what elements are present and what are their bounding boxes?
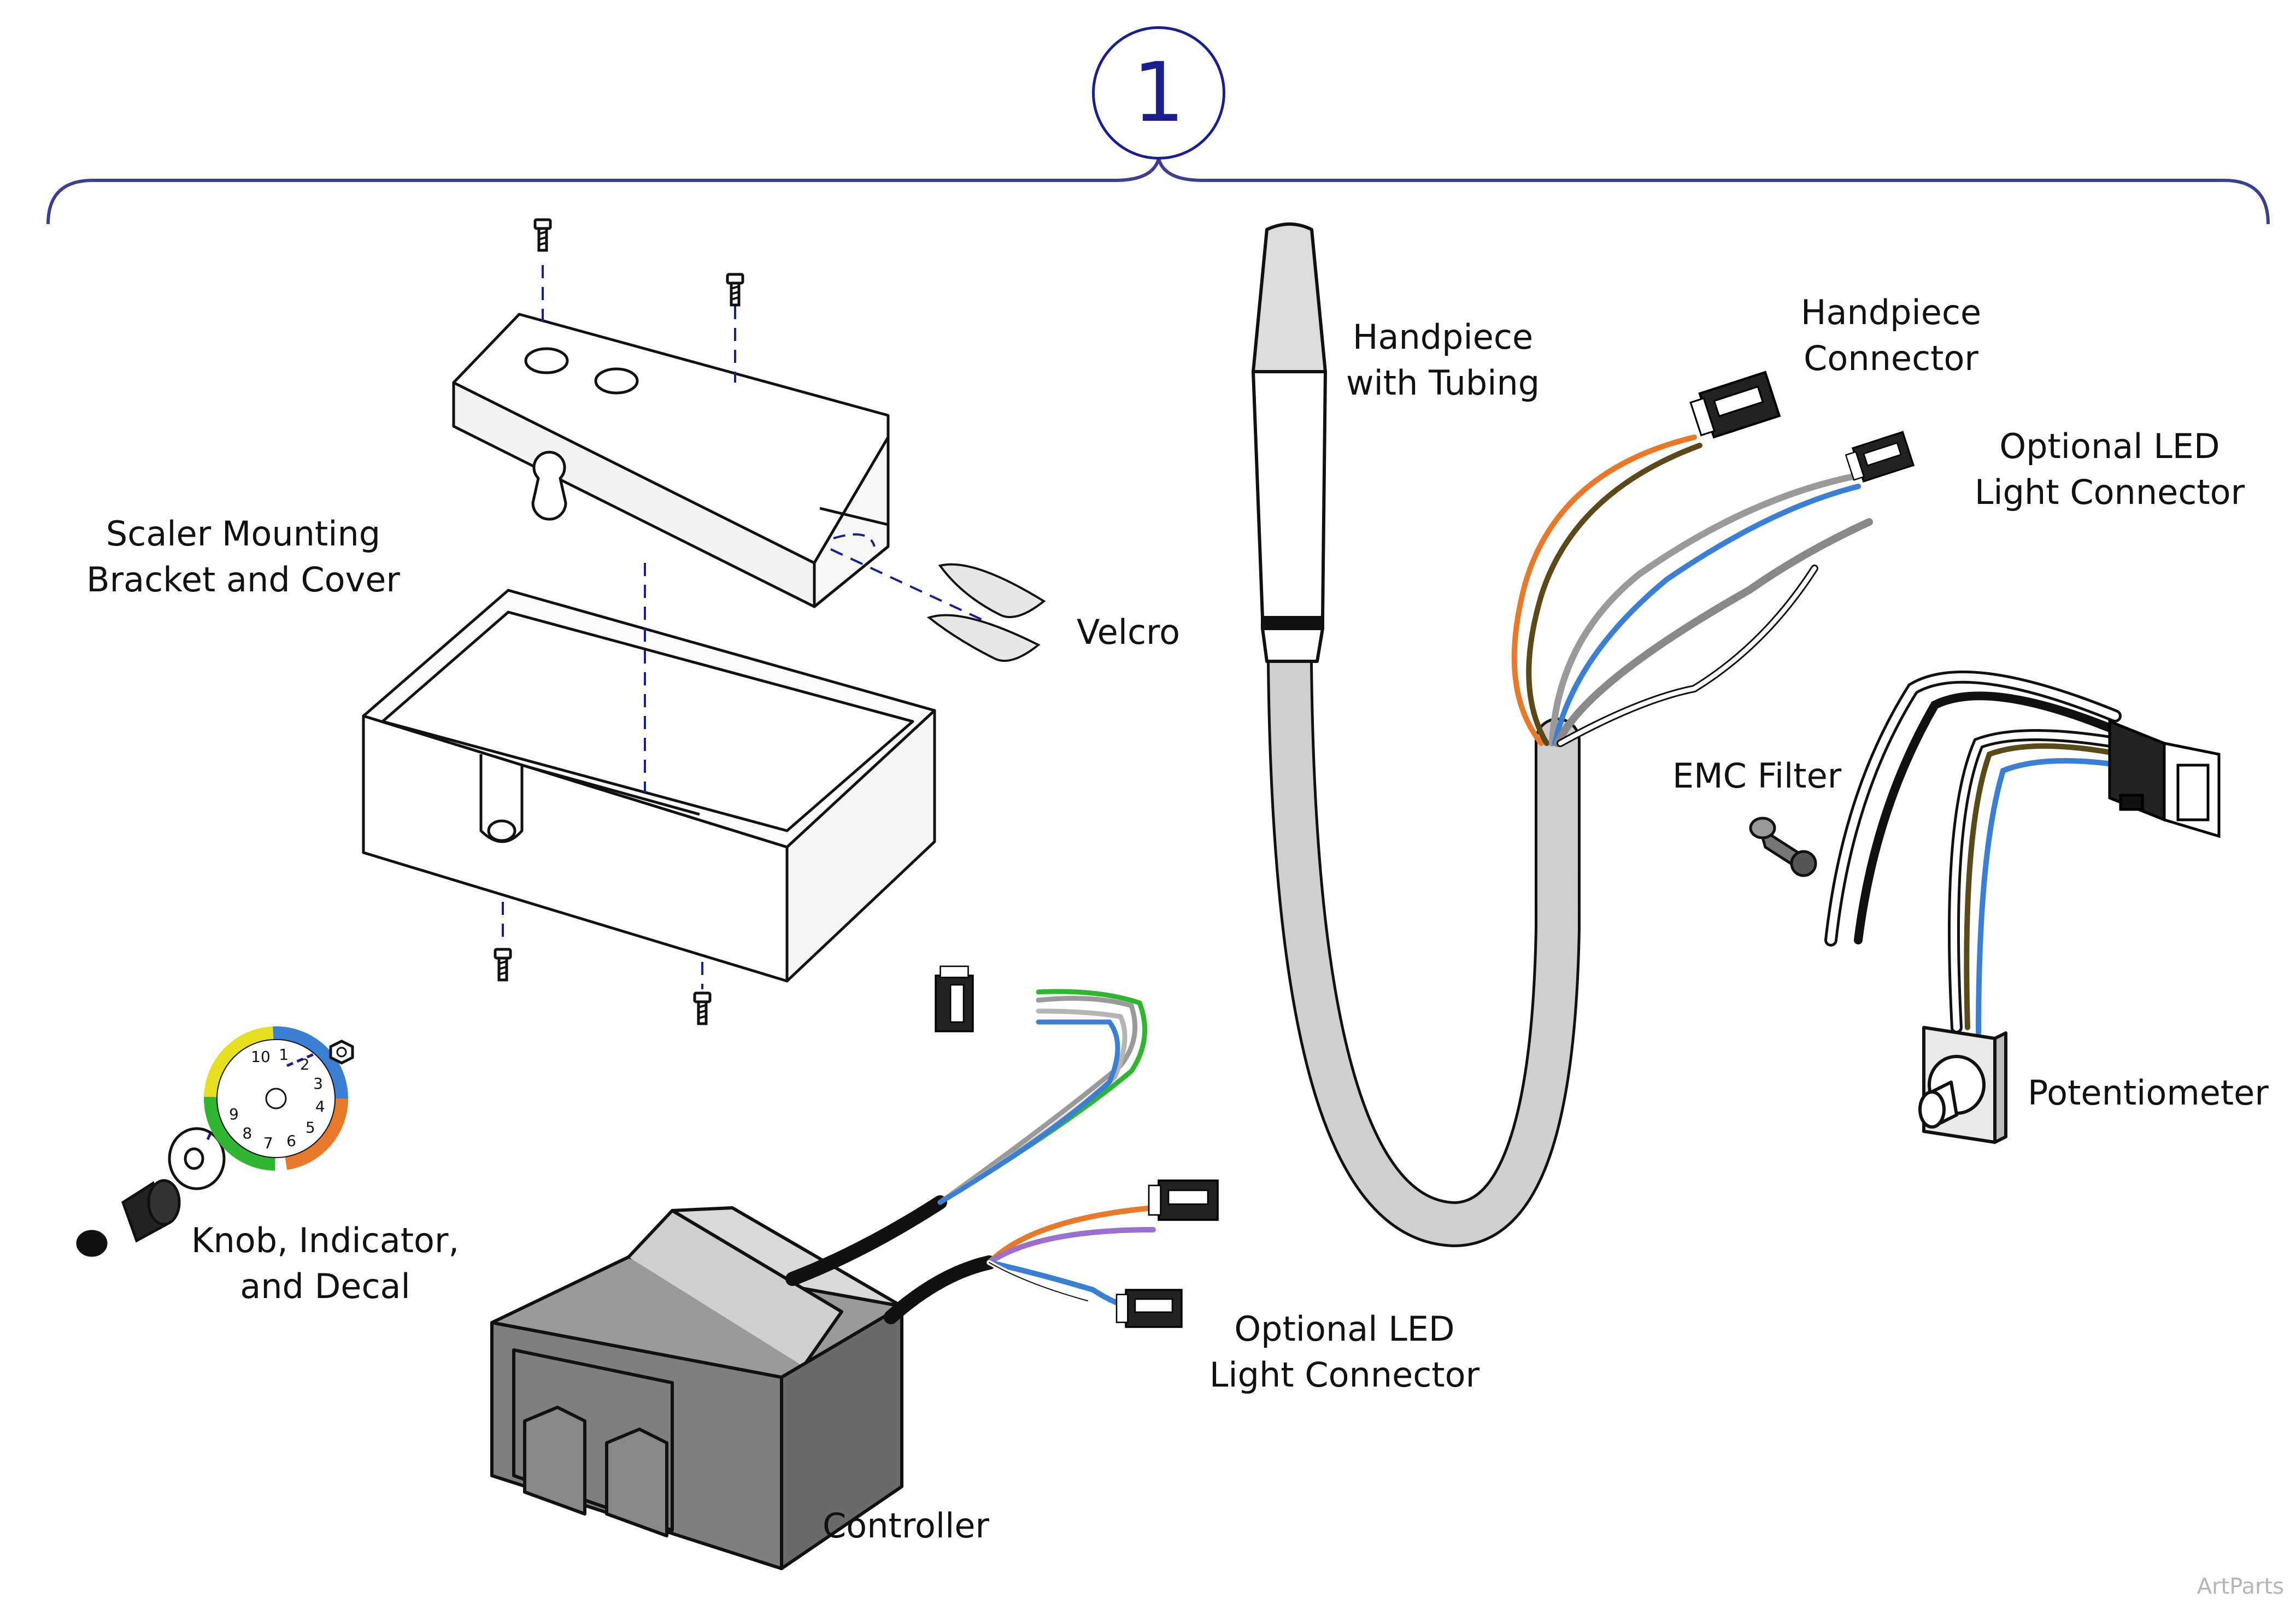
handpiece-connector-label-line2: Connector <box>1804 338 1978 378</box>
callout-number: 1 <box>1092 26 1225 160</box>
decal-number: 2 <box>300 1055 310 1073</box>
led-connector-bottom-label-line2: Light Connector <box>1209 1355 1480 1395</box>
decal-number: 9 <box>229 1105 239 1123</box>
handpiece-label-line2: with Tubing <box>1346 363 1540 403</box>
bracket-label-line2: Bracket and Cover <box>86 560 400 600</box>
nut-icon <box>329 1040 354 1065</box>
connector-icon <box>1689 372 1915 485</box>
emc-filter <box>1749 817 1817 877</box>
controller-label: Controller <box>823 1506 989 1546</box>
knob-label: Knob, Indicator, and Decal <box>180 1218 470 1309</box>
led-connector-bottom-label: Optional LED Light Connector <box>1202 1306 1487 1398</box>
led-connector-top-label: Optional LED Light Connector <box>1962 424 2257 515</box>
decal-number: 6 <box>286 1132 296 1150</box>
potentiometer-wiring <box>1824 670 2127 1036</box>
handpiece-wiring <box>1511 434 1873 747</box>
controller <box>490 1206 903 1570</box>
decal-number: 10 <box>251 1048 271 1066</box>
potentiometer <box>1918 1026 2007 1144</box>
potentiometer-label: Potentiometer <box>2028 1073 2269 1113</box>
credit-watermark: ArtParts <box>2197 1574 2284 1599</box>
led-connector-top-label-line1: Optional LED <box>1999 426 2220 466</box>
decal-number: 1 <box>279 1046 289 1064</box>
bracket-label-line1: Scaler Mounting <box>105 514 381 554</box>
knob-label-line2: and Decal <box>240 1266 410 1306</box>
decal-number: 7 <box>263 1134 273 1152</box>
handpiece-connector-label: Handpiece Connector <box>1776 290 2006 381</box>
assembly-lines <box>502 265 990 989</box>
bracket-label: Scaler Mounting Bracket and Cover <box>71 511 415 603</box>
decal-number: 4 <box>315 1097 325 1115</box>
handpiece-label: Handpiece with Tubing <box>1328 314 1558 406</box>
velcro-label: Velcro <box>1077 612 1181 652</box>
decal-number: 3 <box>313 1074 323 1093</box>
handpiece <box>1252 222 1327 663</box>
grouping-brace <box>46 158 2270 225</box>
mounting-bracket <box>452 313 890 608</box>
handpiece-connector-label-line1: Handpiece <box>1800 292 1982 332</box>
led-connector-top-label-line2: Light Connector <box>1974 472 2245 512</box>
mounting-cover <box>362 589 936 983</box>
knob-label-line1: Knob, Indicator, <box>191 1220 460 1260</box>
decal-number: 5 <box>306 1119 315 1137</box>
velcro-strips <box>926 563 1046 662</box>
indicator-decal <box>204 1026 348 1171</box>
knob-assembly <box>76 1048 326 1257</box>
led-connector-bottom-label-line1: Optional LED <box>1234 1309 1455 1349</box>
emc-filter-label: EMC Filter <box>1672 756 1842 796</box>
potentiometer-connector <box>2108 719 2221 838</box>
decal-number: 8 <box>242 1124 252 1142</box>
handpiece-label-line1: Handpiece <box>1352 317 1534 357</box>
handpiece-tubing <box>1267 638 1581 1248</box>
controller-wiring <box>785 989 1156 1324</box>
